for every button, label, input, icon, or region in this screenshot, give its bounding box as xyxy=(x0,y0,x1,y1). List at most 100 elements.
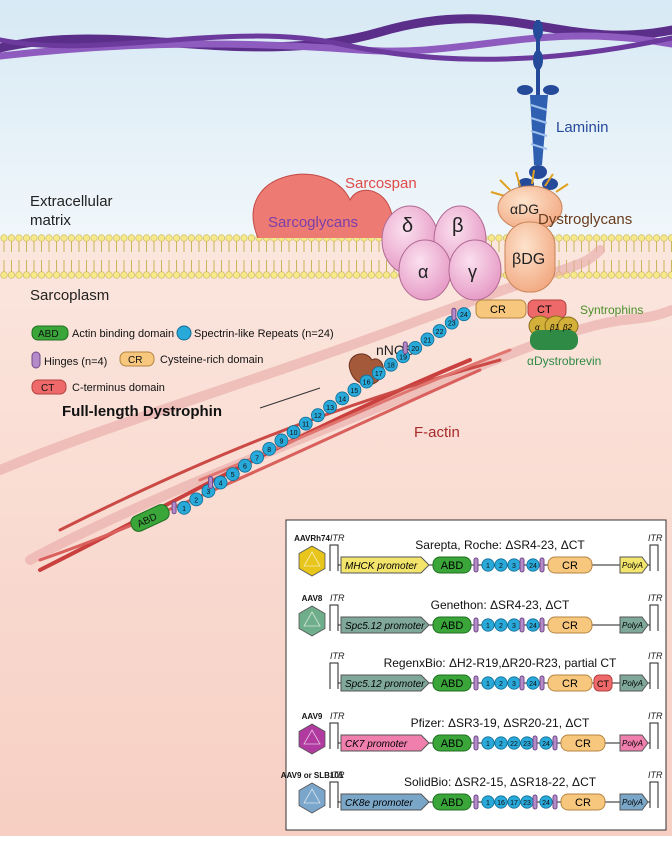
construct-repeat-label: 24 xyxy=(542,800,550,807)
construct-repeat xyxy=(507,736,521,750)
chain-repeat-label: 4 xyxy=(219,481,223,488)
alpha-label: α xyxy=(418,262,428,282)
chain-repeat xyxy=(408,340,423,355)
construct-title: SolidBio: ΔSR2-15, ΔSR18-22, ΔCT xyxy=(404,775,597,789)
ecm-fibers xyxy=(0,14,672,62)
construct-cr xyxy=(547,674,593,692)
chain-repeat xyxy=(238,458,252,473)
promoter-label: MHCK promoter xyxy=(345,561,418,572)
chain-repeat-label: 24 xyxy=(460,312,468,319)
construct-repeat-label: 17 xyxy=(510,800,518,807)
legend-ct-tag: CT xyxy=(41,383,54,394)
construct-cr xyxy=(560,793,606,811)
construct-abd xyxy=(432,556,472,574)
construct-repeat xyxy=(539,736,553,750)
chain-repeat xyxy=(213,475,228,490)
chain-repeat-label: 21 xyxy=(424,337,432,344)
chain-hinge xyxy=(171,501,177,515)
polya-label: PolyA xyxy=(622,679,643,688)
construct-repeat-label: 1 xyxy=(486,800,490,807)
construct-cr-label: CR xyxy=(562,620,578,632)
legend-ct-text: C-terminus domain xyxy=(72,382,165,394)
polya-label: PolyA xyxy=(622,621,643,630)
construct-repeat-label: 2 xyxy=(499,563,503,570)
legend-cr-text: Cysteine-rich domain xyxy=(160,354,263,366)
construct-repeat-label: 1 xyxy=(486,741,490,748)
dystroglycan-complex: αDG βDG Dystroglycans xyxy=(490,169,632,293)
sarcoplasm-label: Sarcoplasm xyxy=(30,287,109,304)
construct-title: Sarepta, Roche: ΔSR4-23, ΔCT xyxy=(415,538,585,552)
chain-repeat-label: 10 xyxy=(290,430,298,437)
construct-repeat xyxy=(494,618,508,632)
chain-repeat-label: 15 xyxy=(351,388,359,395)
construct-abd xyxy=(432,674,472,692)
construct-cr xyxy=(560,734,606,752)
sarcospan-shape xyxy=(252,173,394,239)
legend-repeat-text: Spectrin-like Repeats (n=24) xyxy=(194,328,334,340)
construct-repeat xyxy=(526,676,540,690)
promoter xyxy=(340,734,430,752)
promoter-label: Spc5.12 promoter xyxy=(345,621,425,632)
promoter xyxy=(340,793,430,811)
construct-repeat xyxy=(507,795,521,809)
construct-repeat-label: 1 xyxy=(486,563,490,570)
legend-abd-tag: ABD xyxy=(38,329,59,340)
itr-right-label: ITR xyxy=(648,711,663,721)
chain-repeat-label: 8 xyxy=(267,447,271,454)
chain-repeat-label: 6 xyxy=(243,464,247,471)
capsid-icon xyxy=(298,782,326,814)
chain-repeat-label: 11 xyxy=(302,422,309,429)
construct-abd-label: ABD xyxy=(441,620,464,632)
polya-label: PolyA xyxy=(622,739,643,748)
chain-repeat xyxy=(274,433,289,448)
sarcoglycan-complex: δ β α γ xyxy=(381,205,502,301)
chain-repeat-label: 1 xyxy=(182,506,186,513)
polya-label: PolyA xyxy=(622,561,643,570)
itr-left-label: ITR xyxy=(330,593,345,603)
legend: ABD Actin binding domain Spectrin-like R… xyxy=(31,325,334,395)
alpha-dg-label: αDG xyxy=(510,201,539,217)
construct-repeat xyxy=(494,558,508,572)
construct-repeat xyxy=(481,676,495,690)
construct-repeat-label: 3 xyxy=(512,563,516,570)
legend-abd-text: Actin binding domain xyxy=(72,328,174,340)
chain-repeat xyxy=(250,450,264,465)
construct-abd-label: ABD xyxy=(441,797,464,809)
construct-repeat-label: 24 xyxy=(529,623,537,630)
chain-repeat-label: 16 xyxy=(363,380,371,387)
polya-label: PolyA xyxy=(622,798,643,807)
chain-repeat-label: 9 xyxy=(279,438,283,445)
vector-label: AAV8 xyxy=(302,594,323,603)
construct-repeat-label: 2 xyxy=(499,681,503,688)
beta-dg-label: βDG xyxy=(512,251,545,268)
chain-repeat-label: 13 xyxy=(326,405,334,412)
legend-hinge-text: Hinges (n=4) xyxy=(44,356,107,368)
construct-abd xyxy=(432,734,472,752)
factin-label: F-actin xyxy=(414,424,460,441)
legend-repeat-swatch xyxy=(176,325,192,341)
construct-repeat xyxy=(481,558,495,572)
promoter xyxy=(340,556,430,574)
dystrophin-ct-label: CT xyxy=(537,304,552,316)
chain-repeat xyxy=(323,399,337,414)
chain-repeat-label: 3 xyxy=(206,489,210,496)
promoter-label: CK7 promoter xyxy=(345,739,408,750)
label-pointer xyxy=(259,387,321,409)
chain-repeat xyxy=(262,441,277,456)
polya-element xyxy=(619,734,649,752)
chain-repeat xyxy=(457,307,471,322)
promoter-label: Spc5.12 promoter xyxy=(345,679,425,690)
alpha1-label: α xyxy=(535,323,540,332)
construct-cr-label: CR xyxy=(575,797,591,809)
extracellular-label-1: Extracellular xyxy=(30,193,113,210)
construct-repeat xyxy=(494,795,508,809)
alpha-dystrobrevin-label: αDystrobrevin xyxy=(527,354,601,368)
chain-repeat-label: 12 xyxy=(314,413,322,420)
chain-repeat-label: 20 xyxy=(411,346,419,353)
chain-repeat-label: 14 xyxy=(338,396,346,403)
chain-repeat xyxy=(286,425,301,439)
legend-cr-tag: CR xyxy=(128,355,142,366)
construct-abd xyxy=(432,793,472,811)
